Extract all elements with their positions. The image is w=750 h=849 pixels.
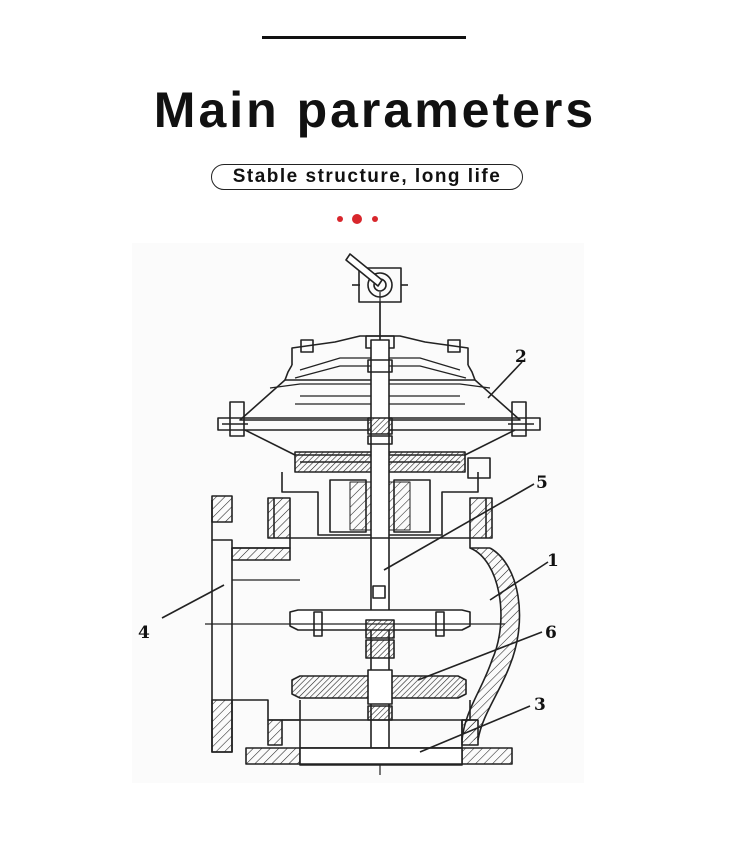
leader-2 bbox=[487, 361, 523, 399]
decorative-dots bbox=[331, 211, 391, 227]
leader-6 bbox=[417, 631, 543, 681]
valve-body bbox=[205, 253, 541, 775]
handle-lever bbox=[345, 253, 383, 287]
dot-icon-left bbox=[337, 216, 343, 222]
top-divider-line bbox=[262, 36, 466, 39]
callout-5: 5 bbox=[536, 473, 548, 493]
dot-icon-center bbox=[352, 214, 362, 224]
callout-6: 6 bbox=[545, 623, 557, 643]
callout-1: 1 bbox=[547, 551, 559, 571]
subtitle-badge: Stable structure, long life bbox=[211, 164, 523, 190]
leader-lines bbox=[161, 361, 549, 753]
handle-ring bbox=[367, 272, 393, 298]
page-title: Main parameters bbox=[153, 82, 597, 138]
leader-5 bbox=[383, 483, 535, 571]
dot-icon-right bbox=[372, 216, 378, 222]
callout-4: 4 bbox=[138, 623, 150, 643]
callout-2: 2 bbox=[515, 347, 527, 367]
callout-3: 3 bbox=[534, 695, 546, 715]
leader-1 bbox=[489, 561, 549, 601]
leader-3 bbox=[419, 705, 531, 753]
leader-4 bbox=[161, 584, 225, 619]
subtitle-text: Stable structure, long life bbox=[232, 166, 502, 187]
